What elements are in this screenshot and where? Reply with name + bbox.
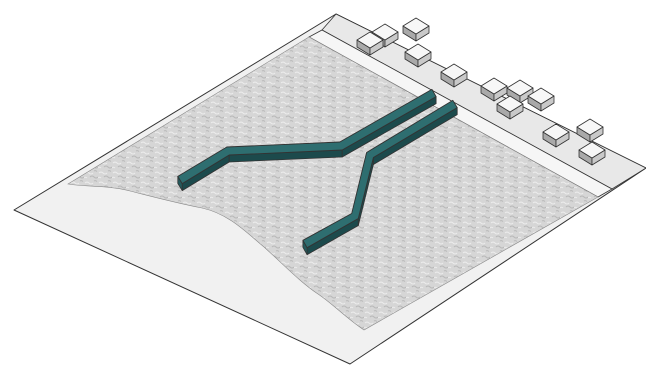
building-6	[506, 79, 534, 104]
building-roof	[402, 17, 430, 35]
ground-group	[13, 13, 646, 365]
building-2	[402, 17, 430, 42]
building-9	[542, 123, 570, 148]
building-3	[404, 43, 432, 68]
building-roof	[542, 123, 570, 141]
structure-2	[302, 99, 458, 256]
structure-1	[177, 88, 437, 192]
structures-group	[177, 88, 458, 256]
gravel-field	[67, 36, 599, 331]
building-roof	[576, 118, 604, 136]
buildings-group	[356, 17, 606, 166]
building-roof	[527, 87, 555, 105]
building-roof	[440, 63, 468, 81]
building-1	[371, 23, 399, 48]
building-roof	[404, 43, 432, 61]
building-4	[440, 63, 468, 88]
structure-top-face	[177, 88, 437, 185]
building-8	[527, 87, 555, 112]
building-roof	[506, 79, 534, 97]
building-7	[496, 95, 524, 120]
building-roof	[356, 31, 384, 49]
building-11	[578, 141, 606, 166]
building-12	[356, 31, 384, 56]
structure-top-face	[302, 99, 458, 249]
building-roof	[578, 141, 606, 159]
building-roof	[480, 77, 508, 95]
building-roof	[371, 23, 399, 41]
building-roof	[496, 95, 524, 113]
building-10	[576, 118, 604, 143]
